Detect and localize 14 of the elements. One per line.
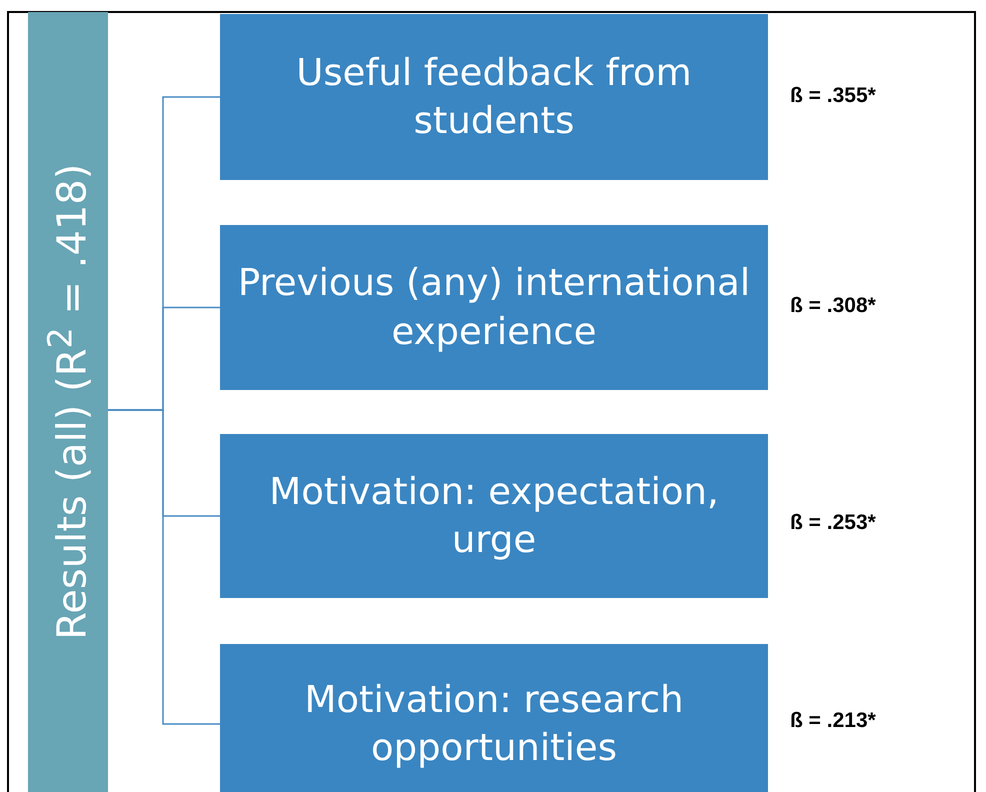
factor-box bbox=[220, 14, 768, 180]
factor-label: Useful feedback from students bbox=[295, 50, 693, 144]
factor-label: Motivation: expectation, urge bbox=[268, 468, 720, 563]
factor-box bbox=[220, 644, 768, 792]
factor-box bbox=[220, 434, 768, 598]
beta-coefficient: ß = .308* bbox=[790, 294, 876, 318]
connector-line bbox=[108, 409, 220, 725]
beta-coefficient: ß = .213* bbox=[790, 709, 876, 733]
factor-box bbox=[220, 225, 768, 390]
factor-label: Motivation: research opportunities bbox=[303, 676, 685, 771]
beta-coefficient: ß = .253* bbox=[790, 511, 876, 535]
category-band bbox=[28, 12, 108, 792]
beta-coefficient: ß = .355* bbox=[790, 84, 876, 108]
factor-label: Previous (any) international experience bbox=[236, 260, 752, 354]
